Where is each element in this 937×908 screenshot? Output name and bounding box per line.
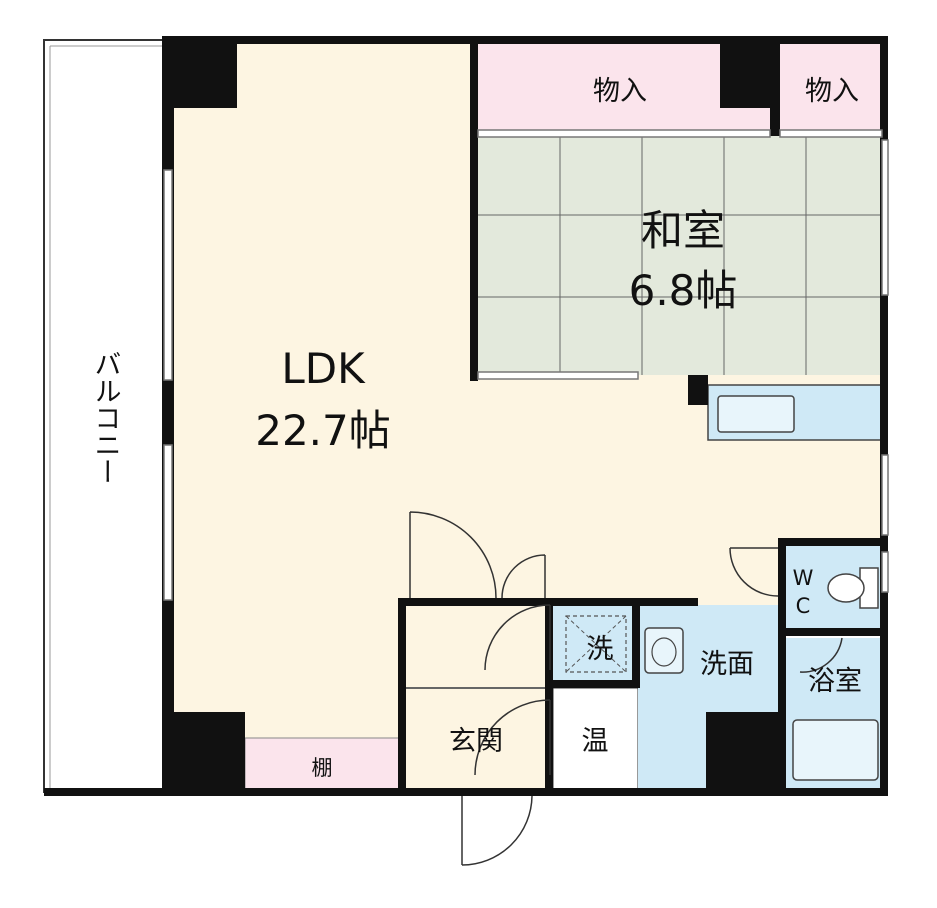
washitsu-room — [475, 135, 885, 375]
laundry-pan — [565, 615, 627, 673]
door-swings — [409, 511, 843, 866]
washroom-label: 洗面 — [700, 649, 754, 680]
genkan-floor — [404, 605, 550, 792]
bathtub — [792, 719, 879, 781]
ldk-size-label: 22.7帖 — [255, 406, 391, 455]
bath-label: 浴室 — [808, 666, 862, 697]
walls — [44, 36, 888, 796]
closet-left-label: 物入 — [593, 76, 647, 107]
shelf-label: 棚 — [312, 756, 333, 780]
kitchen-counter — [707, 384, 886, 441]
windows — [163, 129, 889, 601]
closet-right-label: 物入 — [805, 76, 859, 107]
washitsu-size-label: 6.8帖 — [629, 266, 738, 315]
wc-label-w: W — [793, 566, 814, 590]
closet-right — [780, 40, 885, 130]
washitsu-label: 和室 — [641, 206, 725, 255]
balcony — [43, 39, 168, 793]
washbasin — [644, 627, 684, 674]
water-heater-label: 温 — [582, 726, 609, 757]
laundry-label: 洗 — [587, 634, 614, 665]
ldk-label: LDK — [281, 344, 366, 393]
genkan-label: 玄関 — [449, 726, 503, 757]
balcony-label: バルコニー — [90, 350, 121, 485]
toilet — [827, 567, 879, 609]
wc-label-c: C — [796, 594, 811, 618]
